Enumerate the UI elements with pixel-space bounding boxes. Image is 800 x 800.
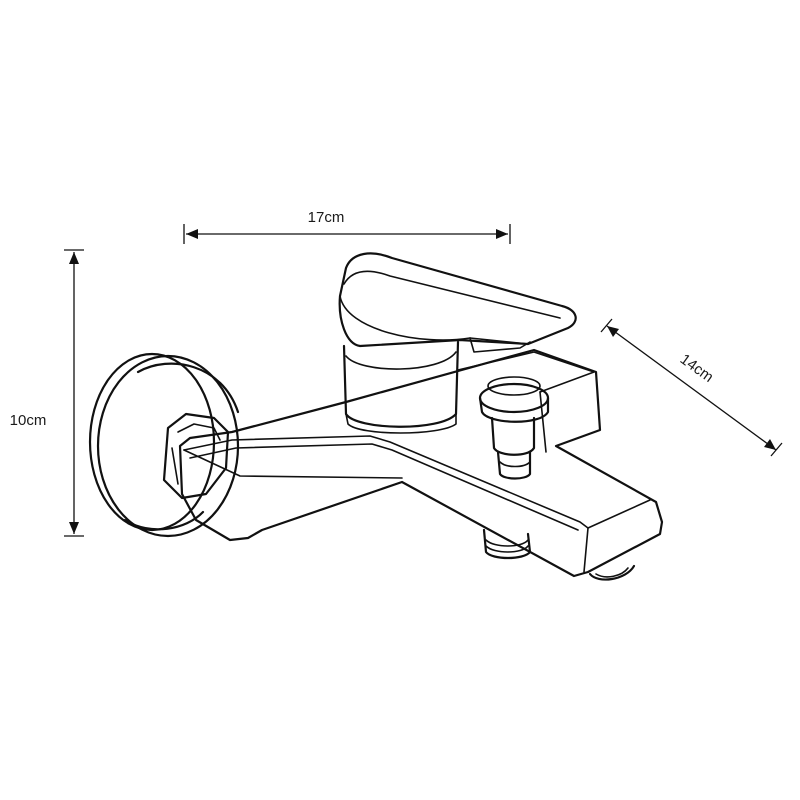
height-label: 10cm: [10, 412, 47, 429]
wall-rosette: [88, 352, 240, 538]
depth-label: 14cm: [677, 351, 717, 386]
width-label: 17cm: [308, 209, 345, 226]
lever-handle: [338, 252, 577, 353]
depth-dimension: 14cm: [600, 318, 783, 457]
faucet-body: [178, 348, 664, 578]
spout-aerator: [588, 564, 636, 581]
width-dimension: 17cm: [183, 209, 511, 244]
height-dimension: 10cm: [10, 249, 84, 537]
shower-outlet: [482, 528, 532, 560]
diverter-knob: [478, 376, 550, 480]
cartridge-cylinder: [342, 340, 460, 434]
